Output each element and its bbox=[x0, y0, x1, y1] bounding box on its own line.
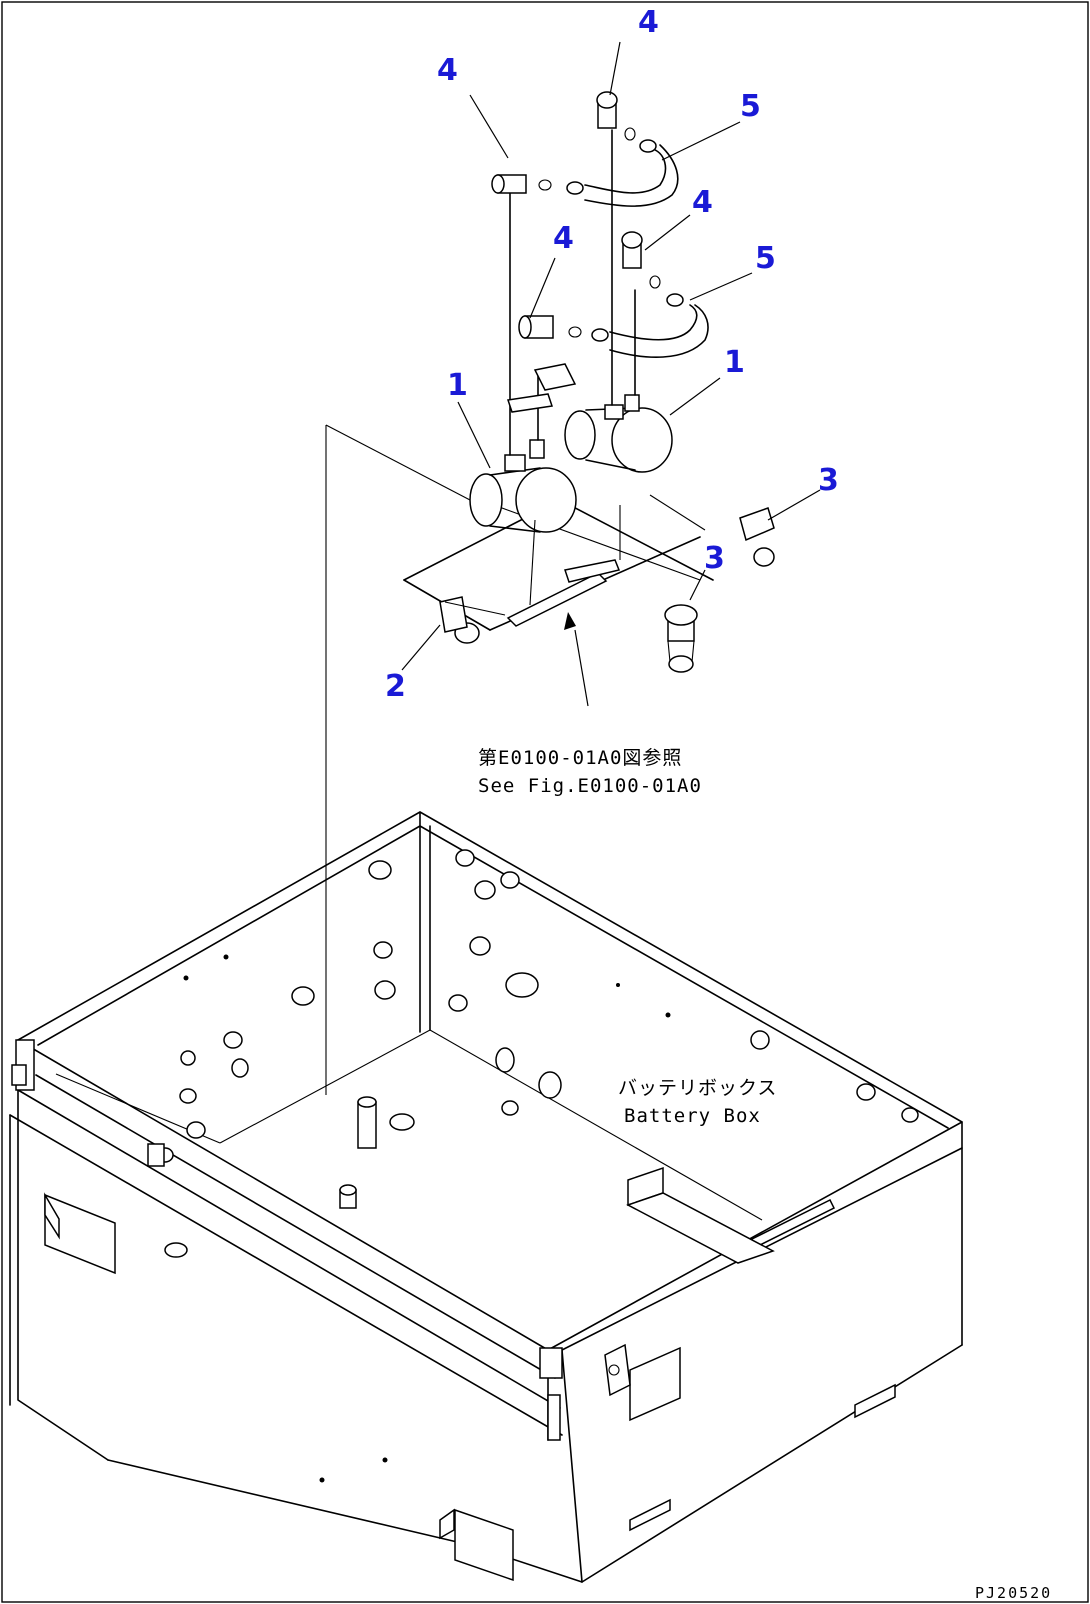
callout-5-lower: 5 bbox=[755, 241, 776, 276]
callout-4-top: 4 bbox=[638, 5, 659, 40]
reference-note: 第E0100-01A0図参照 See Fig.E0100-01A0 bbox=[478, 747, 702, 797]
callout-3-right: 3 bbox=[818, 463, 839, 498]
disconnect-switch-assembly bbox=[403, 129, 775, 673]
callout-1-left: 1 bbox=[447, 368, 468, 403]
mounting-bosses bbox=[147, 849, 919, 1483]
callout-4-upper-left: 4 bbox=[437, 53, 458, 88]
reference-note-japanese: 第E0100-01A0図参照 bbox=[478, 747, 682, 769]
callout-numbers: 4 4 5 4 4 5 1 1 3 3 2 bbox=[385, 5, 839, 704]
battery-box-label-english: Battery Box bbox=[624, 1105, 761, 1127]
callout-4-right: 4 bbox=[692, 185, 713, 220]
callout-2: 2 bbox=[385, 669, 406, 704]
callout-4-middle: 4 bbox=[553, 221, 574, 256]
battery-box-label: バッテリボックス Battery Box bbox=[618, 1077, 777, 1127]
drawing-code: PJ20520 bbox=[975, 1584, 1052, 1602]
reference-note-english: See Fig.E0100-01A0 bbox=[478, 775, 702, 797]
leader-lines bbox=[401, 41, 821, 707]
callout-1-right: 1 bbox=[724, 345, 745, 380]
battery-box bbox=[9, 811, 963, 1583]
battery-box-label-japanese: バッテリボックス bbox=[618, 1077, 777, 1099]
cables bbox=[491, 91, 709, 358]
callout-3-lower: 3 bbox=[704, 541, 725, 576]
callout-5-upper: 5 bbox=[740, 89, 761, 124]
